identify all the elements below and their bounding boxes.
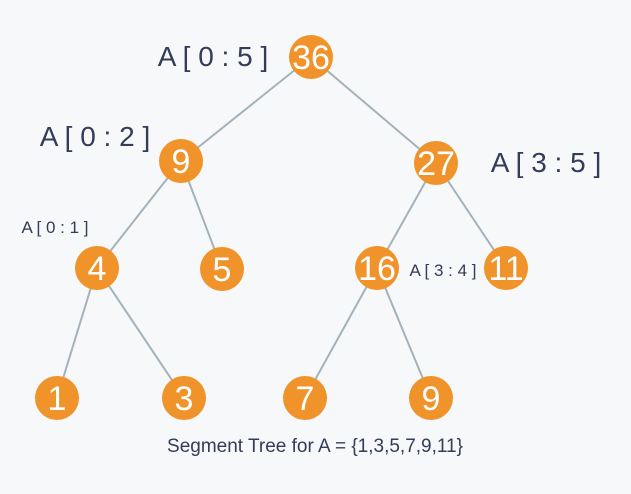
tree-node-right <box>414 141 458 185</box>
tree-node-leaf-1 <box>35 376 79 420</box>
tree-edges <box>56 56 507 399</box>
edge-16-9 <box>376 267 432 399</box>
edge-4-3 <box>96 267 185 399</box>
tree-node-right-right <box>484 246 528 290</box>
node-value-right-left: 16 <box>358 250 396 288</box>
tree-node-leaf-3 <box>162 376 206 420</box>
node-value-right: 27 <box>417 145 455 183</box>
node-value-right-right: 11 <box>488 250 523 288</box>
node-value-left-left: 4 <box>88 250 107 288</box>
tree-node-right-left <box>355 246 399 290</box>
range-label-root: A [ 0 : 5 ] <box>158 41 269 72</box>
node-value-leaf-3: 3 <box>175 380 194 418</box>
tree-node-root <box>289 35 333 79</box>
node-value-leaf-9: 9 <box>422 380 441 418</box>
tree-nodes: 36 9 27 4 5 16 11 1 3 7 9 <box>35 35 528 420</box>
tree-node-leaf-9 <box>409 376 453 420</box>
edge-36-27 <box>310 56 437 164</box>
range-labels: A [ 0 : 5 ] A [ 0 : 2 ] A [ 3 : 5 ] A [ … <box>21 41 601 280</box>
edge-9-4 <box>96 160 182 269</box>
range-label-right: A [ 3 : 5 ] <box>491 147 602 178</box>
edge-4-1 <box>56 267 98 399</box>
node-value-left-right: 5 <box>213 251 232 289</box>
node-value-left: 9 <box>172 143 191 181</box>
diagram-caption: Segment Tree for A = {1,3,5,7,9,11} <box>167 436 463 457</box>
tree-node-leaf-7 <box>283 376 327 420</box>
range-label-left-left: A [ 0 : 1 ] <box>21 218 88 237</box>
tree-node-left-left <box>75 246 119 290</box>
tree-node-left <box>159 139 203 183</box>
node-value-root: 36 <box>292 39 330 77</box>
node-value-leaf-1: 1 <box>48 380 67 418</box>
tree-node-left-right <box>200 247 244 291</box>
range-label-right-left: A [ 3 : 4 ] <box>409 261 476 280</box>
node-value-leaf-7: 7 <box>296 380 315 418</box>
range-label-left: A [ 0 : 2 ] <box>40 121 151 152</box>
edge-16-7 <box>304 267 378 399</box>
edge-36-9 <box>180 56 312 162</box>
